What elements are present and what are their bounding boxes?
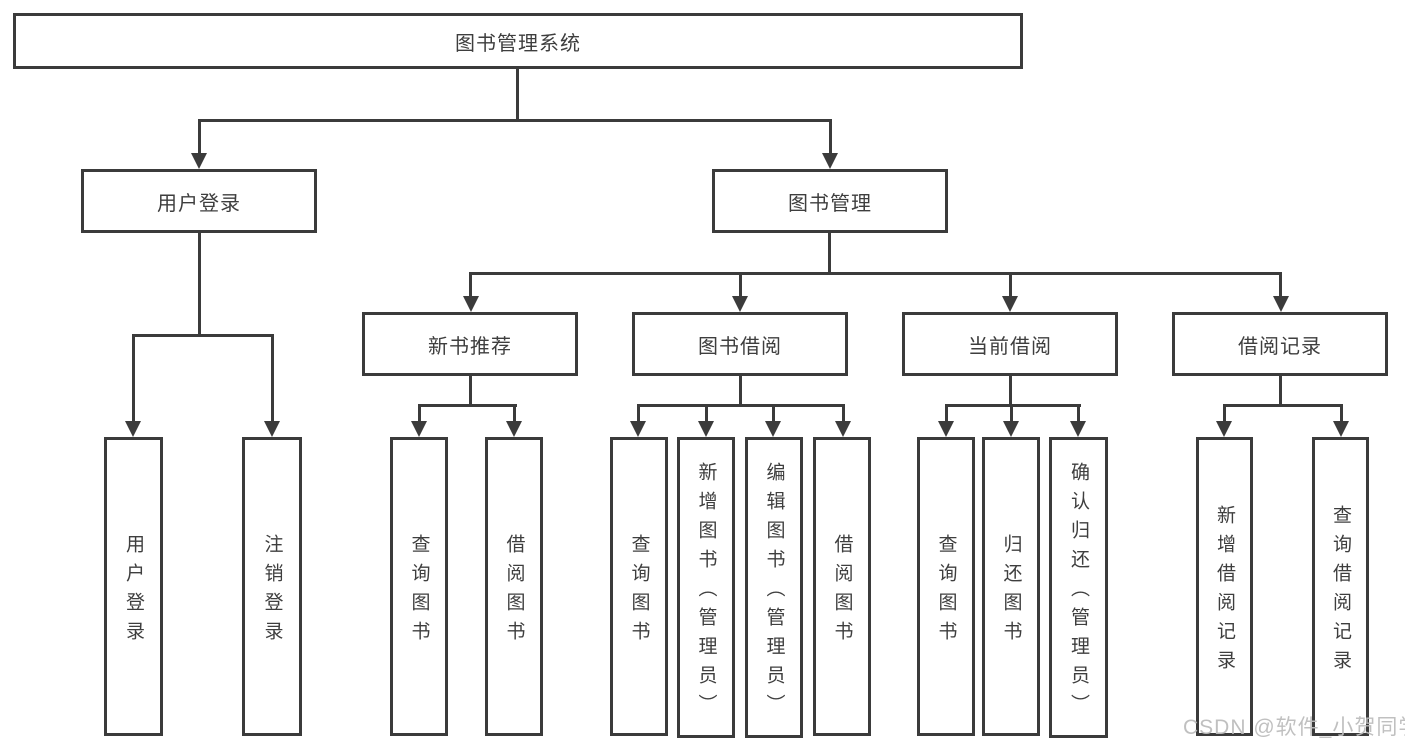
node-new-book-recommend: 新书推荐 [362, 312, 578, 376]
arrowhead-g1-leaf1 [411, 421, 427, 437]
node-borrow-records: 借阅记录 [1172, 312, 1388, 376]
arrowhead-g3-leaf2 [1003, 421, 1019, 437]
leaf-query-books-borrow: 查询图书 [610, 437, 668, 736]
connector-stub-user-login [198, 119, 201, 155]
connector-g3-stub2 [1010, 404, 1013, 423]
node-user-login: 用户登录 [81, 169, 317, 233]
leaf-borrow-books-recommend: 借阅图书 [485, 437, 543, 736]
leaf-logout: 注销登录 [242, 437, 302, 736]
connector-g4-branch [1223, 404, 1343, 407]
node-borrow-records-label: 借阅记录 [1238, 335, 1322, 358]
connector-g1-stub2 [513, 404, 516, 423]
arrowhead-g4-leaf2 [1333, 421, 1349, 437]
connector-g2-stub3 [772, 404, 775, 423]
node-new-book-recommend-label: 新书推荐 [428, 335, 512, 358]
connector-g1-stem [469, 375, 472, 407]
connector-stub-newbook [469, 272, 472, 298]
arrowhead-borrowrecords [1273, 296, 1289, 312]
leaf-confirm-return-admin-label: 确认归还（管理员） [1068, 462, 1089, 723]
leaf-add-book-admin: 新增图书（管理员） [677, 437, 735, 738]
node-book-management-label: 图书管理 [788, 192, 872, 215]
node-book-borrow: 图书借阅 [632, 312, 848, 376]
csdn-watermark: CSDN @软件_小贺同学 [1183, 716, 1405, 739]
connector-stub-currentborrow [1009, 272, 1012, 298]
connector-stub-bookborrow [739, 272, 742, 298]
node-book-management: 图书管理 [712, 169, 948, 233]
leaf-query-borrow-record-label: 查询借阅记录 [1330, 504, 1351, 679]
arrowhead-g1-leaf2 [506, 421, 522, 437]
leaf-edit-book-admin: 编辑图书（管理员） [745, 437, 803, 738]
arrowhead-leaf-logout [264, 421, 280, 437]
connector-bookmgmt-stem [828, 233, 831, 275]
connector-g4-stub2 [1340, 404, 1343, 423]
arrowhead-bookborrow [732, 296, 748, 312]
arrowhead-newbook [463, 296, 479, 312]
connector-g2-stub4 [842, 404, 845, 423]
arrowhead-currentborrow [1002, 296, 1018, 312]
node-user-login-label: 用户登录 [157, 192, 241, 215]
leaf-user-login-label: 用户登录 [123, 533, 144, 650]
connector-stub-book-mgmt [829, 119, 832, 155]
arrowhead-leaf-login [125, 421, 141, 437]
node-current-borrow: 当前借阅 [902, 312, 1118, 376]
leaf-borrow-books-borrow-label: 借阅图书 [831, 533, 853, 650]
leaf-add-borrow-record: 新增借阅记录 [1196, 437, 1253, 736]
arrowhead-g2-leaf2 [698, 421, 714, 437]
connector-userlogin-stem [198, 233, 201, 337]
node-library-system: 图书管理系统 [13, 13, 1023, 69]
leaf-query-books-current-label: 查询图书 [935, 533, 957, 650]
connector-g1-stub1 [418, 404, 421, 423]
leaf-borrow-books-borrow: 借阅图书 [813, 437, 871, 736]
node-book-borrow-label: 图书借阅 [698, 335, 782, 358]
leaf-add-book-admin-label: 新增图书（管理员） [695, 462, 717, 723]
arrowhead-g4-leaf1 [1216, 421, 1232, 437]
connector-userlogin-branch [132, 334, 274, 337]
leaf-confirm-return-admin: 确认归还（管理员） [1049, 437, 1108, 738]
connector-root-branch [198, 119, 832, 122]
connector-g2-stub2 [705, 404, 708, 423]
connector-stub-borrowrecords [1279, 272, 1282, 298]
connector-g2-stub1 [637, 404, 640, 423]
arrowhead-book-mgmt [822, 153, 838, 169]
connector-g3-branch [945, 404, 1081, 407]
leaf-query-books-borrow-label: 查询图书 [628, 533, 650, 650]
connector-bookmgmt-branch [470, 272, 1282, 275]
node-current-borrow-label: 当前借阅 [968, 335, 1052, 358]
connector-g3-stub1 [945, 404, 948, 423]
connector-g3-stem [1009, 375, 1012, 407]
arrowhead-g3-leaf1 [938, 421, 954, 437]
connector-root-stem [516, 69, 519, 122]
leaf-return-book: 归还图书 [982, 437, 1040, 736]
leaf-return-book-label: 归还图书 [1000, 533, 1022, 650]
connector-g4-stem [1279, 375, 1282, 407]
leaf-borrow-books-recommend-label: 借阅图书 [503, 533, 525, 650]
leaf-query-books-recommend: 查询图书 [390, 437, 448, 736]
connector-g2-stem [739, 375, 742, 407]
leaf-logout-label: 注销登录 [261, 533, 283, 650]
connector-stub-leaf-logout [271, 334, 274, 423]
arrowhead-g2-leaf4 [835, 421, 851, 437]
arrowhead-g3-leaf3 [1070, 421, 1086, 437]
connector-g1-branch [418, 404, 517, 407]
leaf-query-books-current: 查询图书 [917, 437, 975, 736]
arrowhead-g2-leaf3 [765, 421, 781, 437]
connector-g3-stub3 [1077, 404, 1080, 423]
arrowhead-user-login [191, 153, 207, 169]
leaf-query-books-recommend-label: 查询图书 [408, 533, 430, 650]
leaf-query-borrow-record: 查询借阅记录 [1312, 437, 1369, 736]
connector-stub-leaf-login [132, 334, 135, 423]
node-library-system-label: 图书管理系统 [455, 32, 581, 55]
connector-g2-branch [637, 404, 845, 407]
connector-g4-stub1 [1223, 404, 1226, 423]
arrowhead-g2-leaf1 [630, 421, 646, 437]
leaf-edit-book-admin-label: 编辑图书（管理员） [763, 462, 785, 723]
leaf-add-borrow-record-label: 新增借阅记录 [1214, 504, 1235, 679]
leaf-user-login: 用户登录 [104, 437, 163, 736]
